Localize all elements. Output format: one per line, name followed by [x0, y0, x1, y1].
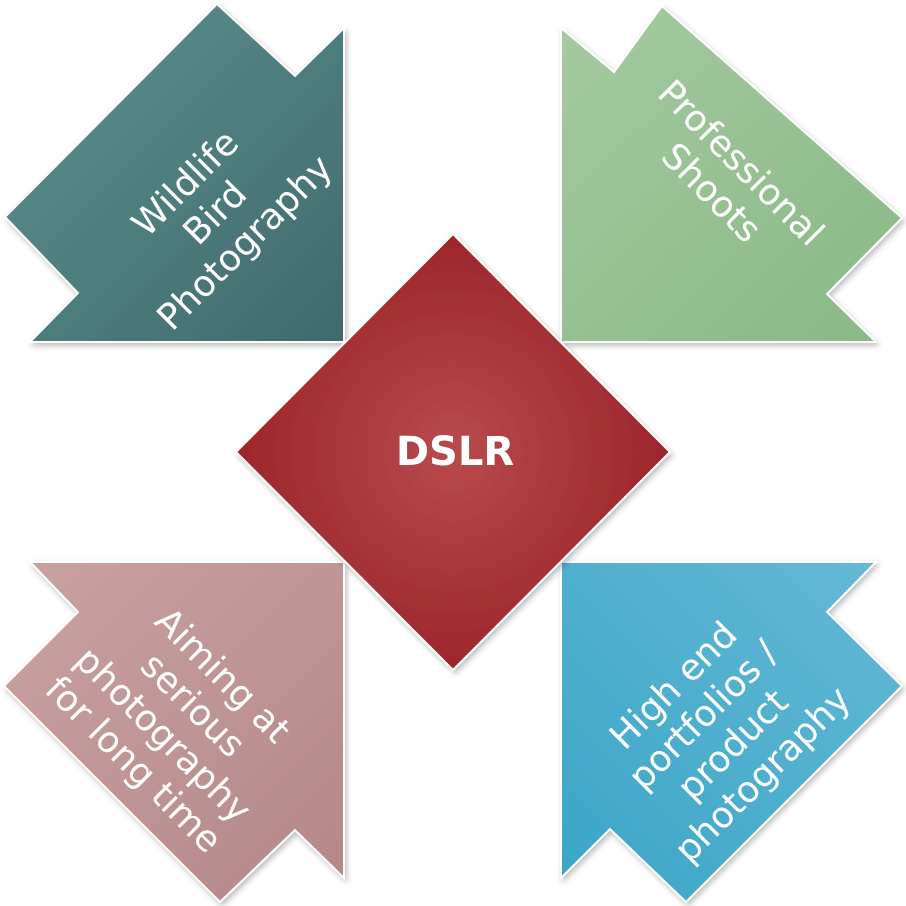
arrow-bottom-right: High endportfolios /productphotography — [560, 561, 904, 904]
arrow-bottom-left: Aiming atseriousphotographyfor long time — [2, 561, 345, 904]
arrow-top-right: ProfessionalShoots — [560, 4, 904, 343]
arrow-top-left: WildlifeBirdPhotography — [3, 2, 345, 343]
center-label: DSLR — [396, 429, 514, 475]
center-diamond: DSLR — [234, 232, 672, 672]
arrow-bottom-right-label: High endportfolios /productphotography — [578, 590, 859, 871]
